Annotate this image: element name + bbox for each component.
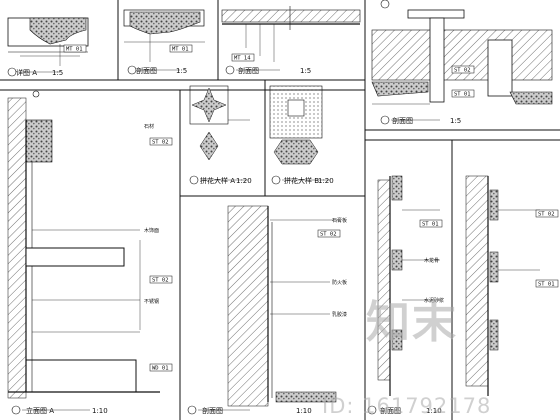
detail-09 bbox=[367, 175, 440, 415]
material-tag: ST 02 bbox=[152, 278, 169, 284]
detail-06 bbox=[189, 85, 250, 185]
panel-scale: 1:5 bbox=[450, 117, 461, 125]
panel-title: 立面图 A bbox=[26, 406, 54, 415]
material-note: 木饰面 bbox=[144, 227, 159, 234]
material-tag: ST 01 bbox=[422, 222, 439, 228]
material-tag: ST 02 bbox=[152, 140, 169, 146]
panel-scale: 1:5 bbox=[52, 69, 63, 77]
material-tag: ST 01 bbox=[454, 92, 471, 98]
panel-scale: 1:10 bbox=[92, 407, 108, 415]
panel-scale: 1:20 bbox=[318, 177, 334, 185]
material-tag: WD 01 bbox=[152, 366, 169, 372]
material-tag: ST 02 bbox=[320, 232, 337, 238]
material-note: 乳胶漆 bbox=[332, 311, 347, 318]
panel-scale: 1:5 bbox=[176, 67, 187, 75]
material-note: 防火板 bbox=[332, 279, 347, 286]
detail-02 bbox=[123, 9, 205, 75]
panel-title: 剖面图 bbox=[202, 406, 223, 415]
panel-scale: 1:20 bbox=[236, 177, 252, 185]
material-tag: MT 14 bbox=[234, 56, 251, 62]
material-note: 水泥砂浆 bbox=[424, 297, 444, 304]
detail-08 bbox=[187, 205, 340, 415]
detail-10 bbox=[465, 175, 540, 396]
detail-01 bbox=[7, 17, 89, 77]
panel-title: 拼花大样 B bbox=[284, 176, 319, 185]
material-tag: ST 01 bbox=[538, 282, 555, 288]
material-tags: MT 01 MT 01 MT 14 ST 02 ST 01 ST 02 ST 0… bbox=[63, 44, 559, 372]
material-note: 石膏板 bbox=[332, 217, 347, 224]
material-note: 不锈钢 bbox=[144, 298, 159, 305]
material-tag: ST 02 bbox=[454, 68, 471, 74]
detail-05 bbox=[7, 90, 160, 415]
panel-titles: 详图 A 1:5 剖面图 1:5 剖面图 1:5 剖面图 1:5 立面图 A 1… bbox=[16, 66, 461, 415]
panel-scale: 1:10 bbox=[296, 407, 312, 415]
panel-title: 拼花大样 A bbox=[200, 176, 235, 185]
panel-title: 剖面图 bbox=[380, 406, 401, 415]
panel-scale: 1:10 bbox=[426, 407, 442, 415]
material-tag: MT 01 bbox=[66, 47, 83, 53]
material-tag: ST 02 bbox=[538, 212, 555, 218]
detail-04 bbox=[371, 0, 553, 125]
detail-03 bbox=[221, 6, 361, 75]
panel-title: 剖面图 bbox=[392, 116, 413, 125]
material-note: 石材 bbox=[144, 123, 154, 130]
panel-title: 详图 A bbox=[16, 68, 37, 77]
material-tag: MT 01 bbox=[172, 47, 189, 53]
material-notes: 石材 木饰面 不锈钢 石膏板 防火板 乳胶漆 木龙骨 水泥砂浆 bbox=[144, 123, 444, 318]
panel-title: 剖面图 bbox=[136, 66, 157, 75]
panel-scale: 1:5 bbox=[300, 67, 311, 75]
detail-07 bbox=[269, 85, 330, 185]
panel-title: 剖面图 bbox=[238, 66, 259, 75]
material-note: 木龙骨 bbox=[424, 257, 439, 264]
